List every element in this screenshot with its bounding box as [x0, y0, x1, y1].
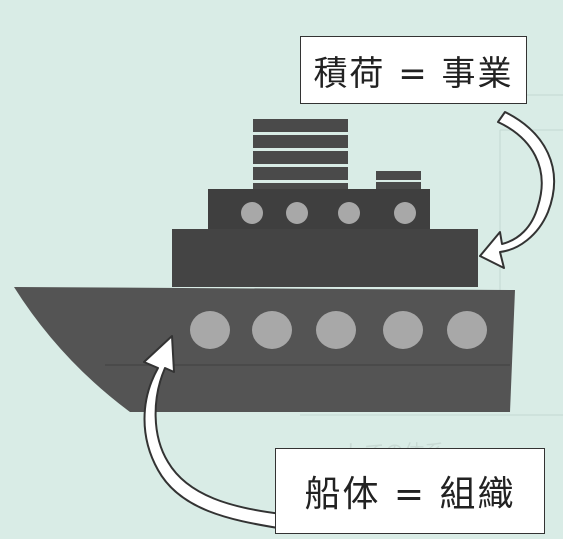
curved-arrow-hull-icon: [143, 335, 283, 529]
curved-arrow-cargo-icon: [479, 111, 556, 269]
cargo-stack-small: [376, 171, 421, 190]
upper-portholes: [241, 202, 416, 224]
label-hull-organization: 船体 = 組織: [275, 448, 545, 534]
cargo-stack-tall: [253, 119, 348, 189]
label-cargo-business: 積荷 = 事業: [300, 36, 527, 104]
ship-hull: [14, 287, 515, 412]
middle-deck: [172, 229, 478, 287]
hull-portholes: [190, 311, 487, 349]
